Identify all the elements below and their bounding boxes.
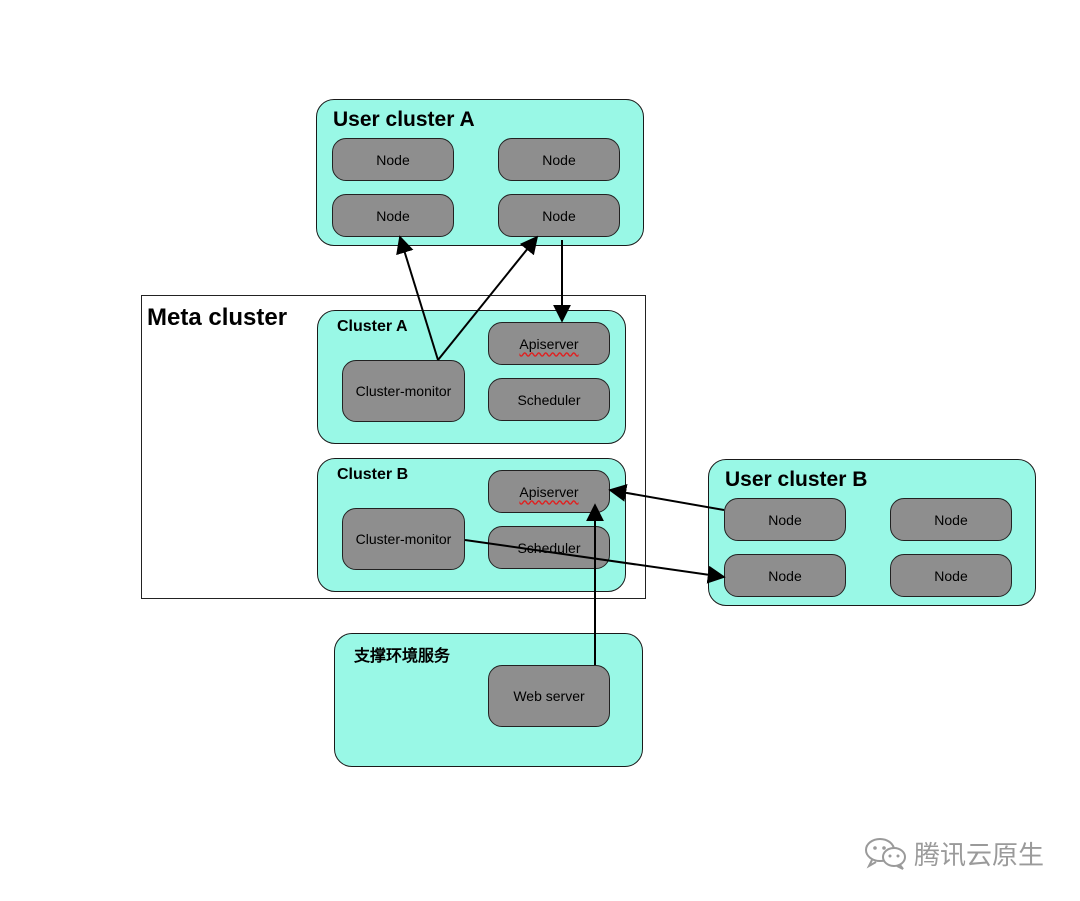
user-cluster-a-node-1: Node [332, 138, 454, 181]
cluster-b-monitor: Cluster-monitor [342, 508, 465, 570]
meta-cluster-title: Meta cluster [147, 304, 288, 331]
cluster-a-monitor: Cluster-monitor [342, 360, 465, 422]
web-server: Web server [488, 665, 610, 727]
user-cluster-a-node-3: Node [332, 194, 454, 237]
user-cluster-b-node-1: Node [724, 498, 846, 541]
support-services-title: 支撑环境服务 [354, 646, 451, 665]
cluster-b-title: Cluster B [337, 466, 409, 483]
user-cluster-b-node-2: Node [890, 498, 1012, 541]
cluster-a-title: Cluster A [337, 318, 408, 335]
cluster-a-scheduler: Scheduler [488, 378, 610, 421]
cluster-b-apiserver-label: Apiserver [519, 483, 579, 500]
user-cluster-b-title: User cluster B [725, 468, 868, 491]
cluster-a-apiserver-label: Apiserver [519, 335, 579, 352]
user-cluster-b-node-4: Node [890, 554, 1012, 597]
cluster-b-scheduler: Scheduler [488, 526, 610, 569]
user-cluster-a-node-4: Node [498, 194, 620, 237]
wechat-icon [865, 838, 906, 870]
watermark-text: 腾讯云原生 [914, 840, 1045, 871]
watermark: 腾讯云原生 [864, 836, 1045, 871]
user-cluster-a-title: User cluster A [333, 108, 475, 131]
cluster-a-apiserver: Apiserver [488, 322, 610, 365]
user-cluster-a-node-2: Node [498, 138, 620, 181]
cluster-b-apiserver: Apiserver [488, 470, 610, 513]
user-cluster-b-node-3: Node [724, 554, 846, 597]
meta-cluster [141, 295, 646, 599]
